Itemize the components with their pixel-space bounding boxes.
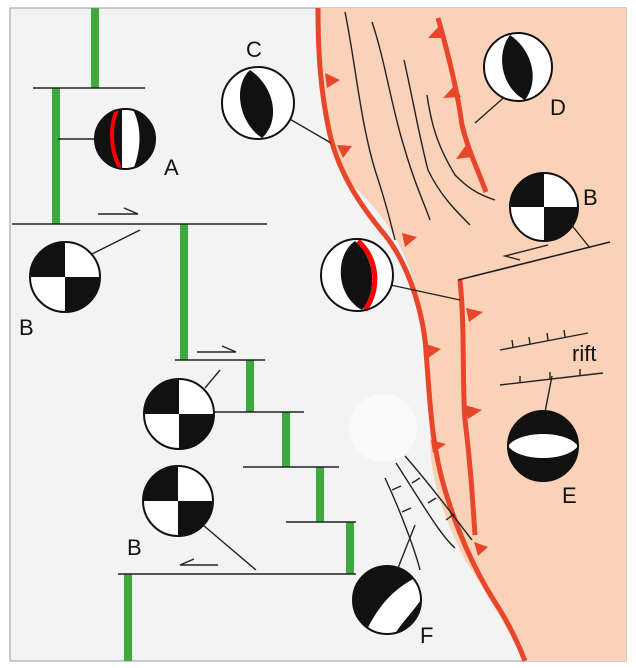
continent-flow-lines <box>344 11 496 241</box>
trench-teeth <box>325 73 488 556</box>
beachball-b-mid <box>143 378 215 450</box>
label-f: F <box>420 623 433 648</box>
label-c: C <box>246 37 262 62</box>
spreading-ridges <box>52 8 354 661</box>
inner-trench-teeth <box>465 308 483 419</box>
label-b-right: B <box>583 185 598 210</box>
beachball-d <box>483 32 553 102</box>
f-region-faults <box>384 455 473 571</box>
transform-faults <box>12 87 611 575</box>
upper-trench <box>435 17 489 193</box>
continent-region <box>318 8 626 661</box>
label-b-left: B <box>19 315 34 340</box>
label-rift: rift <box>572 341 596 366</box>
beachball-c <box>221 66 295 140</box>
label-b-lower: B <box>127 535 142 560</box>
beachball-b-left <box>29 241 101 313</box>
beachball-f <box>352 565 422 635</box>
beachball-b-lower <box>142 465 214 537</box>
label-a: A <box>164 155 179 180</box>
beachball-e <box>507 410 579 482</box>
label-e: E <box>562 483 577 508</box>
motion-arrows <box>98 207 549 566</box>
label-d: D <box>550 95 566 120</box>
upper-trench-teeth <box>428 25 472 159</box>
haze-patch <box>349 394 417 462</box>
beachball-center <box>320 238 394 312</box>
inner-trench <box>457 279 478 536</box>
beachball-b-right <box>509 172 579 242</box>
main-trench <box>315 7 528 662</box>
